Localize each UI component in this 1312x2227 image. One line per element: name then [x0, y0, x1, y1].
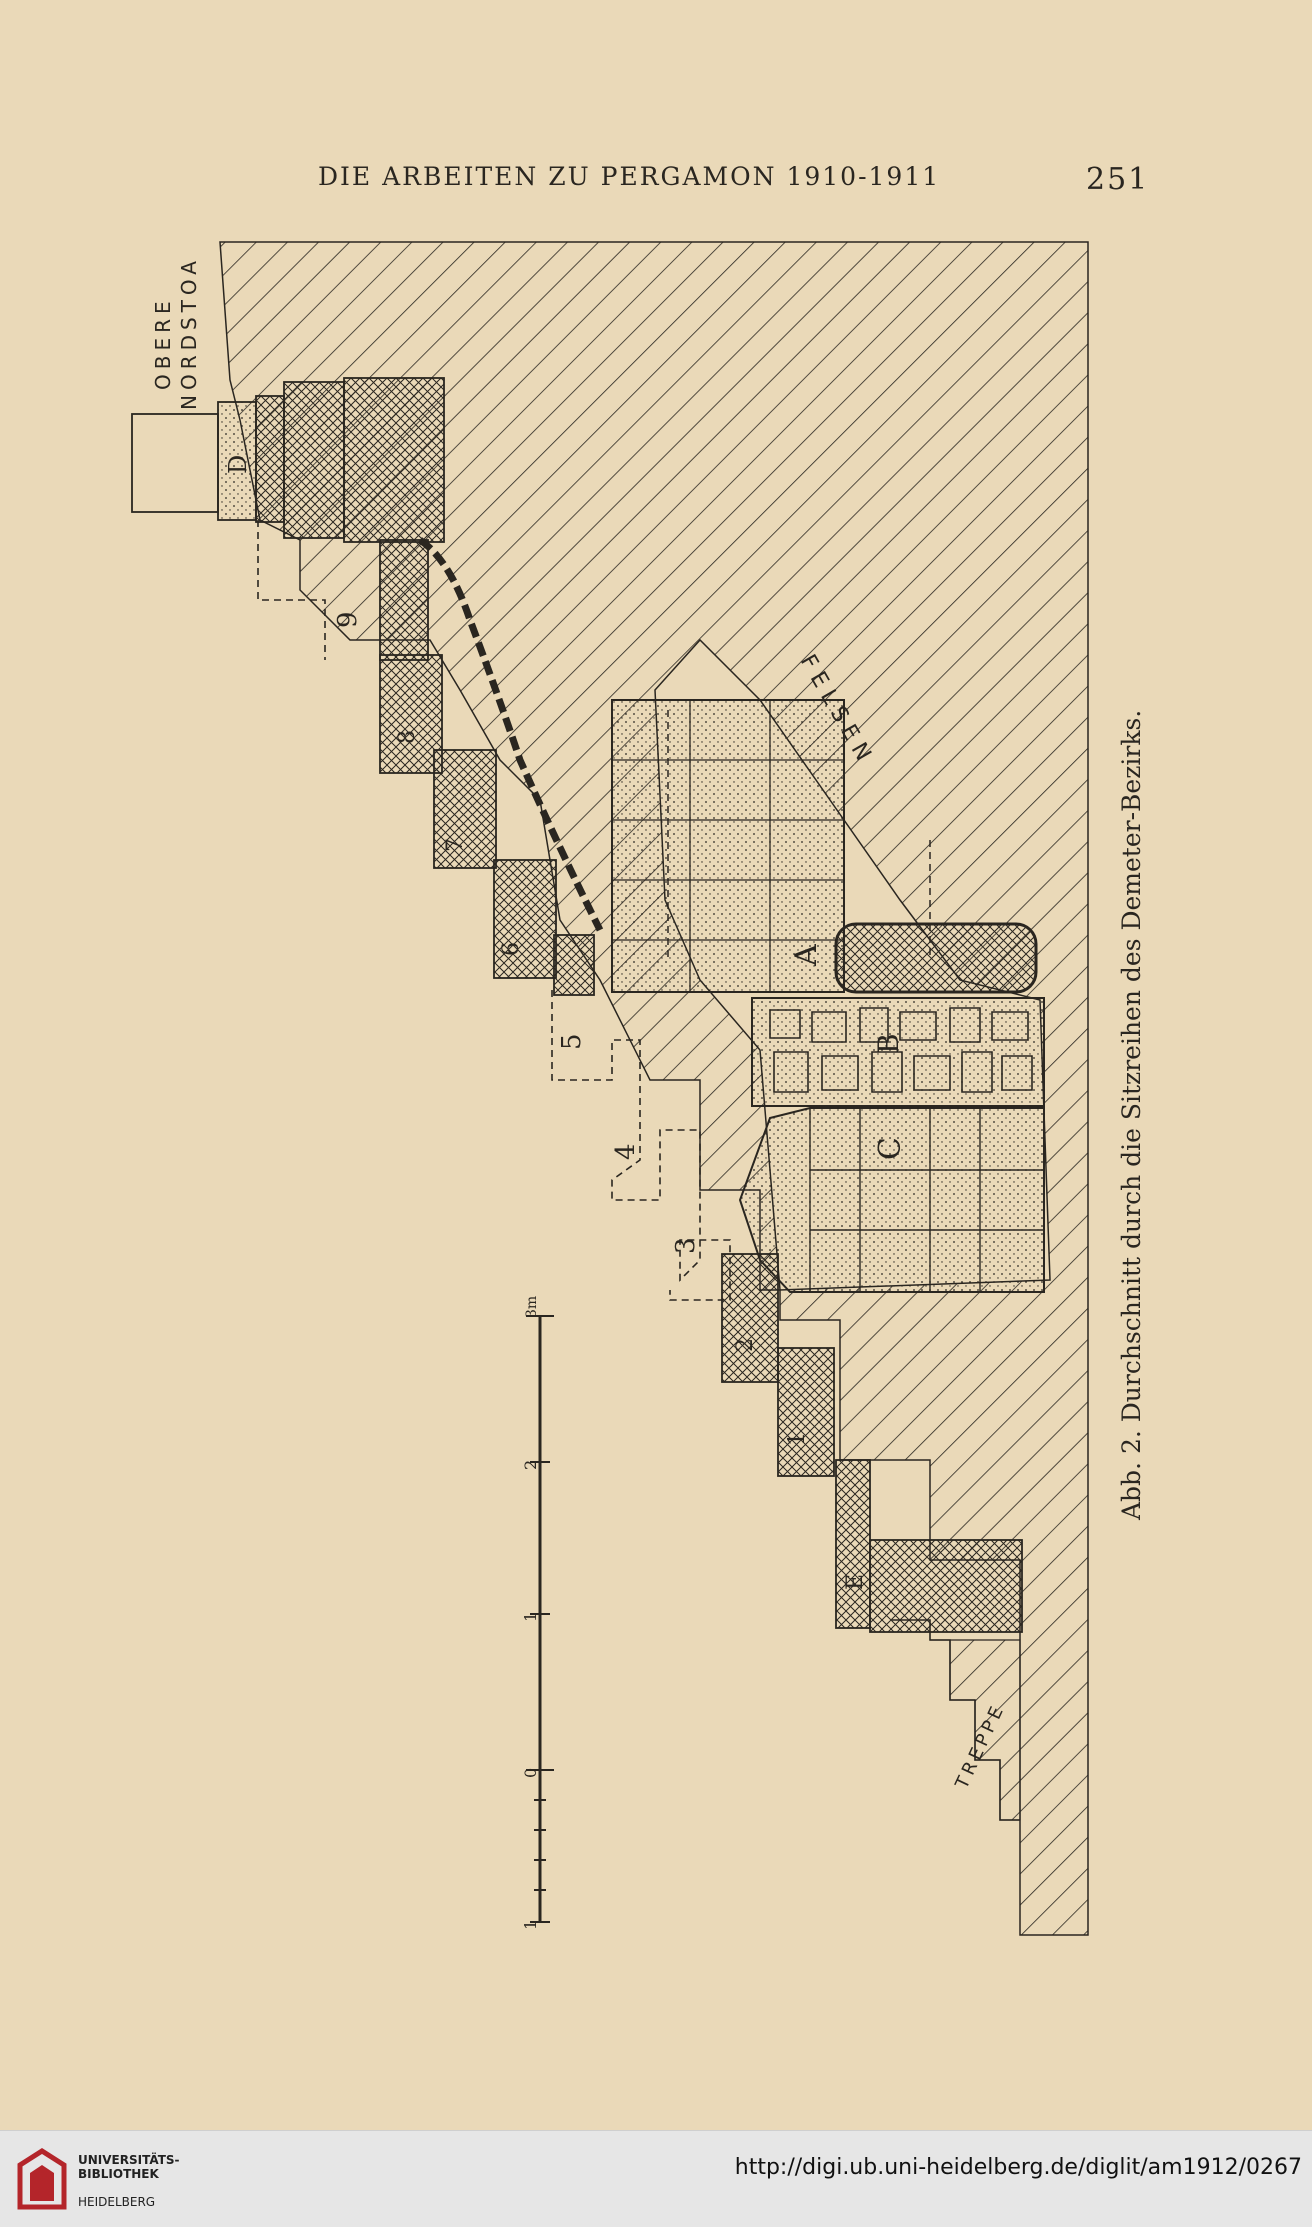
seat-block-2 [721, 1253, 779, 1383]
stair-fill [930, 1639, 1021, 1821]
row-number-5: 5 [557, 1033, 587, 1050]
dashed-steps [551, 990, 731, 1301]
scale-tick-label-2: 2 [521, 1460, 540, 1470]
scale-tick-label-1b: 1 [521, 1920, 540, 1930]
block-c [738, 1107, 1045, 1293]
row-number-2: 2 [733, 1338, 758, 1352]
stoa-wall-1 [255, 395, 285, 523]
seat-block-8 [379, 654, 443, 774]
label-nordstoa: NORDSTOA [177, 256, 201, 410]
row-number-6: 6 [499, 942, 524, 956]
running-title: DIE ARBEITEN ZU PERGAMON 1910-1911 [318, 162, 941, 191]
block-e-top [869, 1539, 1023, 1633]
stoa-wall-2 [283, 381, 345, 539]
seat-row-9 [257, 520, 326, 660]
row-number-7: 7 [443, 838, 468, 852]
block-e [835, 1459, 871, 1629]
label-obere: OBERE [151, 296, 175, 390]
figure-caption: Abb. 2. Durchschnitt durch die Sitzreihe… [1117, 710, 1146, 1521]
row-number-3: 3 [671, 1237, 701, 1254]
scale-tick-label-1: 1 [521, 1612, 540, 1622]
block-a [611, 699, 845, 993]
digitization-footer: UNIVERSITÄTS- BIBLIOTHEK HEIDELBERG http… [0, 2130, 1312, 2227]
library-name: UNIVERSITÄTS- BIBLIOTHEK [78, 2153, 180, 2181]
row-number-1: 1 [785, 1432, 810, 1446]
scale-bar-ticks [526, 1315, 554, 1923]
stoa-wall-3 [343, 377, 445, 543]
seat-block-9 [379, 539, 429, 661]
block-label-d: D [224, 455, 252, 474]
block-label-e: E [843, 1574, 868, 1590]
row-number-8: 8 [395, 730, 420, 744]
seat-block-7 [433, 749, 497, 869]
block-label-c: C [873, 1137, 908, 1160]
scale-tick-label-0: 0 [521, 1768, 540, 1778]
library-logo-icon [17, 2148, 67, 2210]
block-label-b: B [872, 1033, 905, 1054]
scanned-page: DIE ARBEITEN ZU PERGAMON 1910-1911 251 [131, 162, 1150, 1936]
block-label-a: A [789, 944, 824, 967]
dark-packing [834, 922, 1038, 994]
seat-rubble [417, 537, 604, 932]
block-a-joints [612, 700, 844, 992]
section-drawing: OBERE NORDSTOA F E L S E N TREPPE D A B … [131, 241, 1146, 1936]
stoa-foundation [131, 413, 219, 513]
scale-unit-label: 3m [524, 1296, 540, 1318]
page-number: 251 [1086, 162, 1150, 197]
seat-block-6b [553, 934, 595, 996]
block-b-stones [769, 1007, 1033, 1093]
library-city: HEIDELBERG [78, 2195, 156, 2209]
row-number-4: 4 [611, 1143, 641, 1160]
seat-block-1 [777, 1347, 835, 1477]
row-number-9: 9 [333, 611, 363, 628]
source-url-link[interactable]: http://digi.ub.uni-heidelberg.de/diglit/… [734, 2155, 1302, 2180]
seat-block-6 [493, 859, 557, 979]
block-c-joints [809, 1108, 1044, 1292]
